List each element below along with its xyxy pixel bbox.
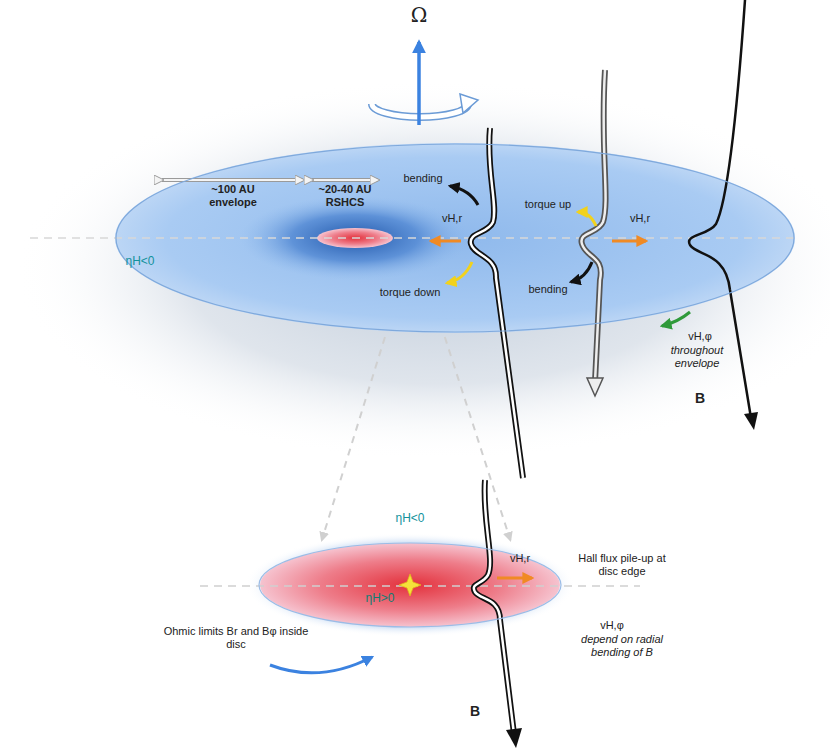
annotation-label: Ohmic limits Br and Bφ inside disc [161,625,311,650]
region-label: ηH<0 [125,255,154,269]
disc-fill [260,543,560,627]
field-line [581,70,605,382]
field-line [471,128,523,478]
region-label: ηH>0 [365,592,394,606]
annotation-label: B [470,703,480,719]
midplane-line [30,237,795,239]
torque-arrow [578,212,596,226]
bending-arrow [571,262,592,282]
ellipse-outline [116,144,794,332]
annotation-label: bending [403,172,442,185]
scale-arrow [312,179,378,181]
annotation-label: torque up [525,198,571,211]
star [399,574,421,596]
region-label: ~100 AU envelope [197,183,269,208]
hall-azimuthal-arrow [662,312,690,326]
region-label: ηH<0 [395,512,424,526]
bending-arrow [450,186,478,205]
hall-drift-arrow [497,577,532,580]
annotation-label: Ω [411,4,428,27]
annotation-label: vH,r [630,212,650,225]
rotation-arrow [270,657,372,673]
omega-axis [417,42,421,125]
annotation-label: torque down [380,286,441,299]
field-line [581,70,605,382]
field-line [474,480,514,734]
disc-halo [245,533,575,637]
annotation-label: B [695,390,705,406]
annotation-label: vH,φ [688,330,712,343]
zoom-connector [322,337,385,540]
field-line [471,128,523,478]
zoom-connector [445,337,511,540]
scale-arrow [162,179,303,181]
ellipse-outline [259,543,561,627]
field-line [474,480,514,734]
torque-arrow [447,262,472,283]
ellipse-outline [115,143,795,333]
annotation-label: vH,r [442,212,462,225]
annotation-label: throughout envelope [666,344,728,369]
envelope-halo [15,80,830,460]
field-arrowhead [587,378,603,396]
annotation-label: Hall flux pile-up at disc edge [567,552,677,577]
annotation-label: depend on radial bending of B [566,633,678,658]
field-arrowhead [506,728,522,748]
annotation-label: vH,φ [600,619,624,632]
field-arrowhead [744,412,758,430]
hall-drift-arrow [612,240,646,243]
hall-drift-arrow [431,240,461,243]
region-label: ~20-40 AU RSHCS [310,183,380,208]
annotation-label: bending [528,283,567,296]
scale-arrow [312,178,378,182]
annotation-label: vH,r [510,552,530,565]
envelope-ellipse: ~100 AU envelope ~20-40 AU RSHCS ηH<0 [115,143,795,333]
rotation-arrowhead [460,94,478,113]
